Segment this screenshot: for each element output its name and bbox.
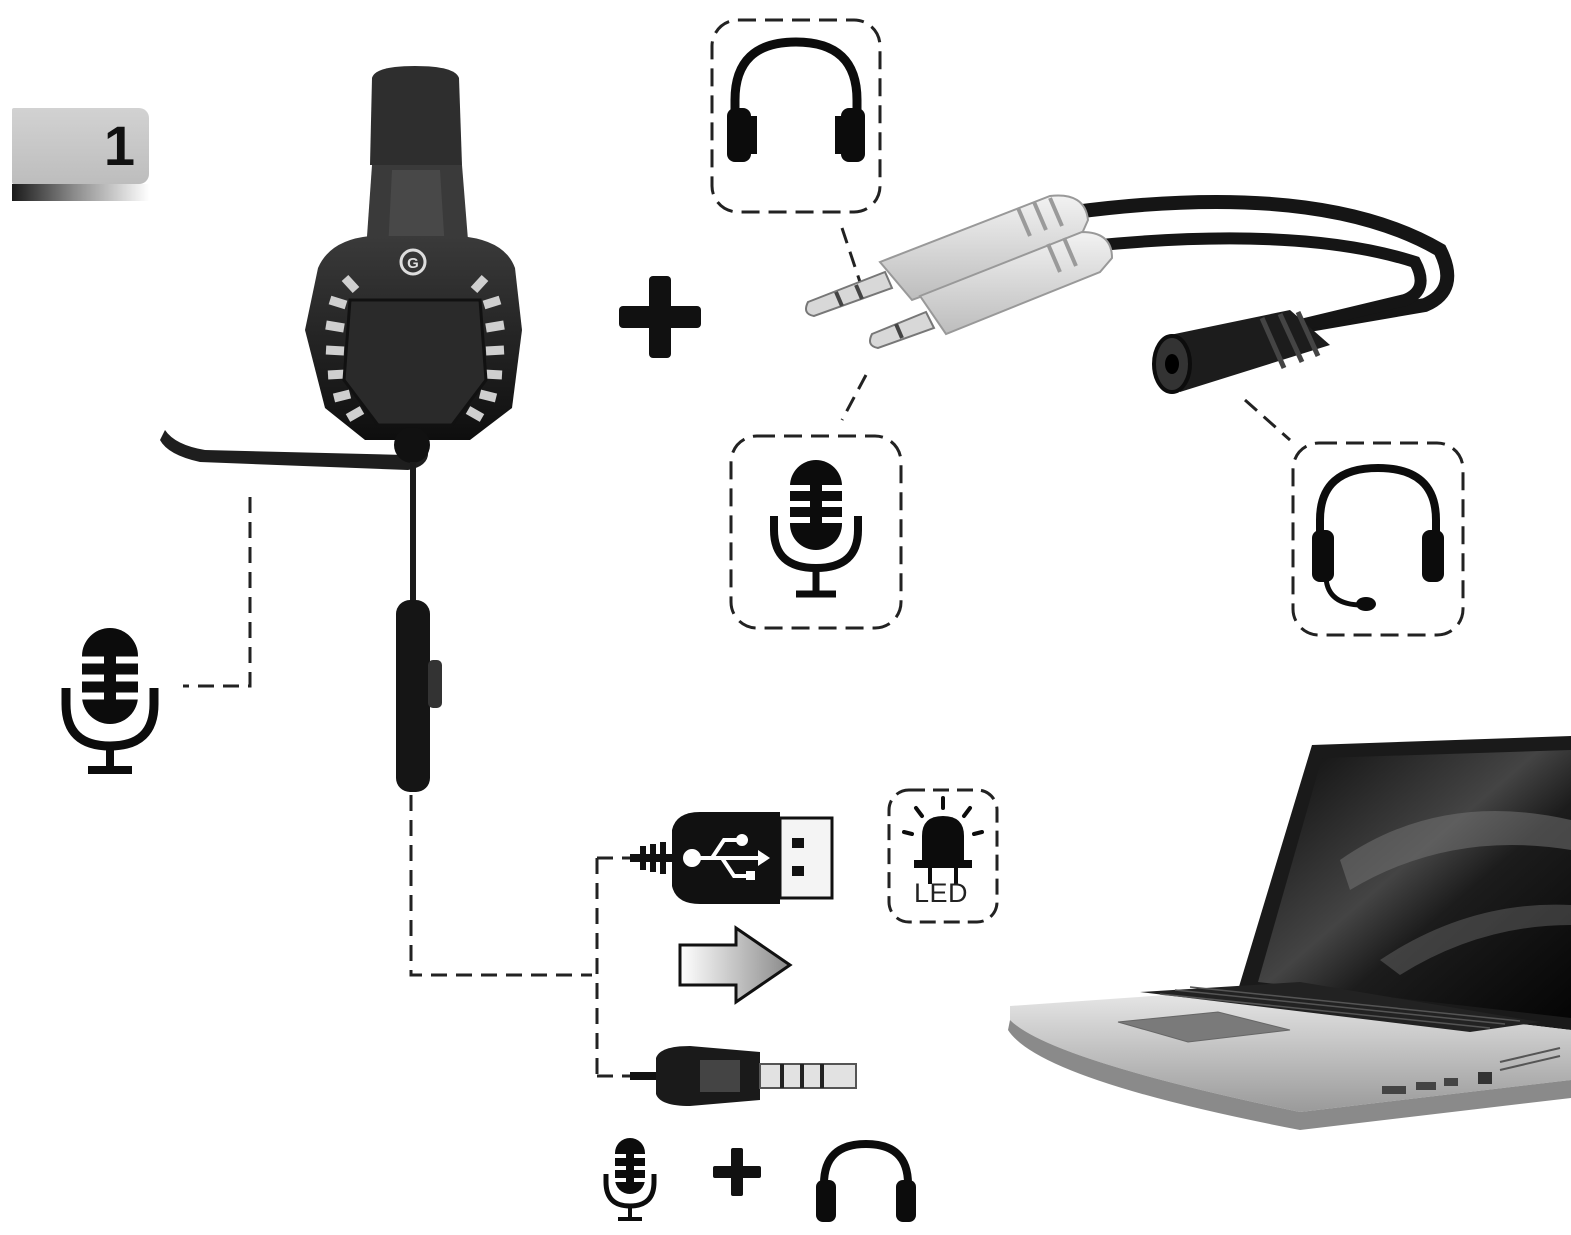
plus-icon-small [713,1148,761,1196]
step-badge: 1 [12,108,149,184]
splitter-headset-icon [1291,441,1465,637]
usb-plug [630,812,834,904]
gaming-headset: G [160,66,522,792]
arrow-right-icon [678,925,793,1005]
plus-icon-large [619,276,701,358]
svg-text:G: G [407,255,419,272]
bottom-headphones-icon [816,1139,916,1222]
led-label: LED [913,878,969,908]
step-number: 1 [103,114,135,177]
step-badge-underline [12,184,149,201]
dashed-connectors [183,227,1291,1078]
audio-jack-plug [630,1046,857,1106]
led-light-icon [887,788,999,924]
splitter-microphone-icon [729,434,903,630]
splitter-headphones-icon [710,18,882,214]
bottom-microphone-icon [603,1138,657,1221]
audio-splitter-cable [805,194,1455,394]
headset-microphone-icon [61,628,159,774]
laptop-illustration [1008,736,1571,1130]
